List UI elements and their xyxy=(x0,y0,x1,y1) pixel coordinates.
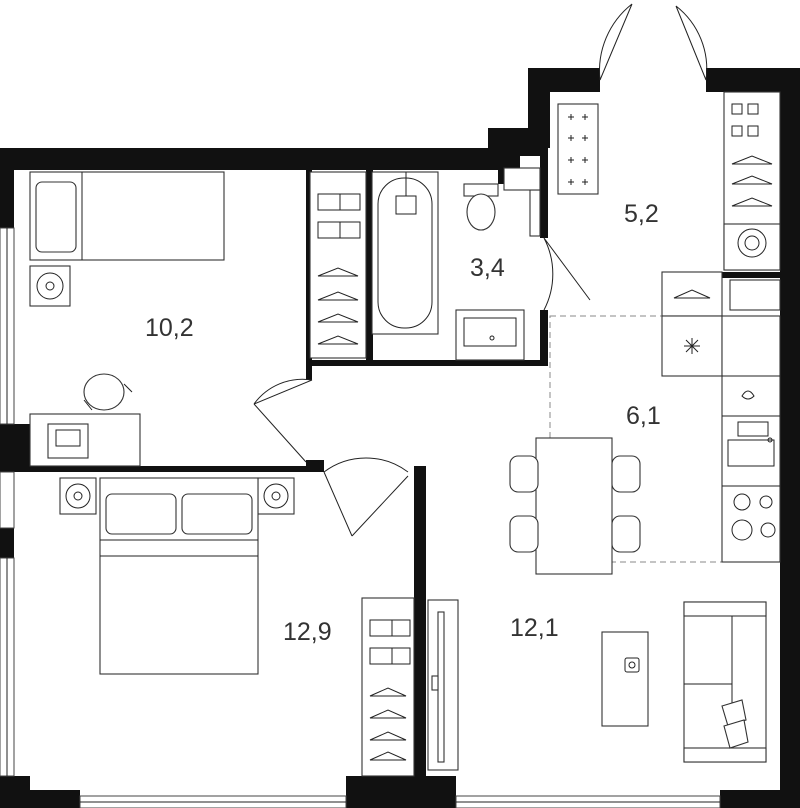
shoe-mat xyxy=(557,103,599,195)
windows xyxy=(0,227,721,808)
bathtub xyxy=(371,171,439,335)
nightstands-main xyxy=(59,477,295,515)
area-label-kitchen: 6,1 xyxy=(626,402,661,430)
toilet xyxy=(463,183,499,231)
area-label-hallway: 5,2 xyxy=(624,200,659,228)
dining-table xyxy=(509,437,641,575)
area-label-bedroom-main: 12,9 xyxy=(283,618,332,646)
bath-shelf xyxy=(503,167,541,237)
wardrobe-bedroom-small xyxy=(309,171,367,359)
area-label-living-room: 12,1 xyxy=(510,614,559,642)
tv-stand xyxy=(427,599,459,771)
desk xyxy=(29,413,141,467)
area-label-bathroom: 3,4 xyxy=(470,254,505,282)
area-label-bedroom-small: 10,2 xyxy=(145,314,194,342)
wardrobe-bedroom-main xyxy=(361,597,415,777)
interior-walls xyxy=(30,148,780,776)
bed-single xyxy=(29,171,225,261)
outer-walls xyxy=(0,68,800,808)
sofa xyxy=(683,601,767,763)
office-chair xyxy=(83,373,133,411)
doors xyxy=(253,3,708,537)
coffee-table xyxy=(601,631,649,727)
nightstand-lamp xyxy=(29,265,71,307)
cabinet xyxy=(661,271,781,317)
fridge xyxy=(661,315,723,377)
sink xyxy=(455,309,525,361)
hallway-wardrobe xyxy=(723,91,781,271)
kitchen-counter xyxy=(721,315,781,563)
bed-double xyxy=(99,477,259,675)
